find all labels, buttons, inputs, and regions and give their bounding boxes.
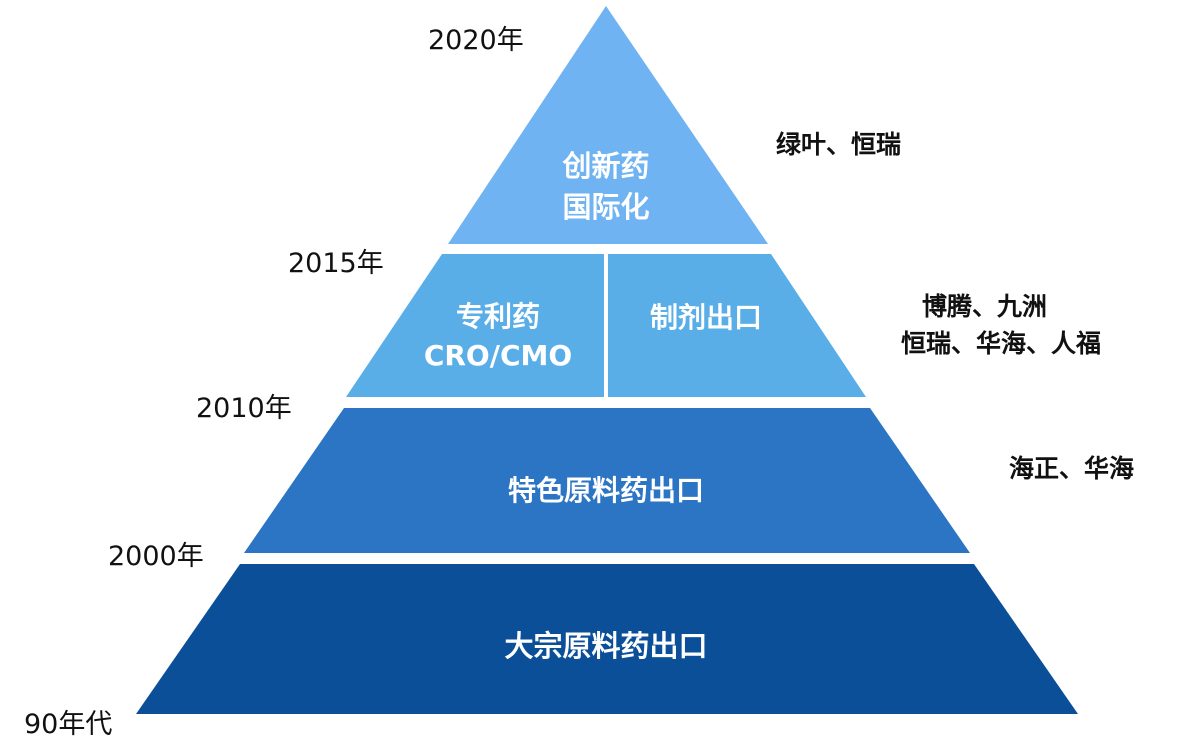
tier-second-left-label-line2: CRO/CMO <box>424 339 572 372</box>
companies-second-tier-line1: 博腾、九洲 <box>921 292 1047 321</box>
companies-second-tier-line2: 恒瑞、华海、人福 <box>900 329 1101 358</box>
tier-top-label-line1: 创新药 <box>561 149 649 183</box>
year-label-2010: 2010年 <box>196 393 292 424</box>
companies-third-tier: 海正、华海 <box>1009 450 1134 487</box>
companies-top-tier: 绿叶、恒瑞 <box>776 126 901 163</box>
year-label-90s: 90年代 <box>24 709 113 740</box>
companies-third-tier-line: 海正、华海 <box>1009 454 1135 483</box>
companies-top-tier-line: 绿叶、恒瑞 <box>776 130 902 159</box>
tier-bulk-api-export <box>136 564 1078 714</box>
tier-innovative-drugs <box>448 6 768 244</box>
year-label-2020: 2020年 <box>428 25 524 56</box>
tier-second-left-label-line1: 专利药 <box>456 300 540 333</box>
tier-base-label: 大宗原料药出口 <box>504 629 707 663</box>
companies-second-tier: 博腾、九洲 恒瑞、华海、人福 <box>868 288 1101 362</box>
tier-specialty-api-export <box>244 408 970 553</box>
tier-top-label-line2: 国际化 <box>562 190 649 224</box>
year-label-2015: 2015年 <box>288 248 384 279</box>
year-label-2000: 2000年 <box>108 541 204 572</box>
tier-third-label: 特色原料药出口 <box>508 474 704 507</box>
tier-second-right-label: 制剂出口 <box>650 301 762 334</box>
